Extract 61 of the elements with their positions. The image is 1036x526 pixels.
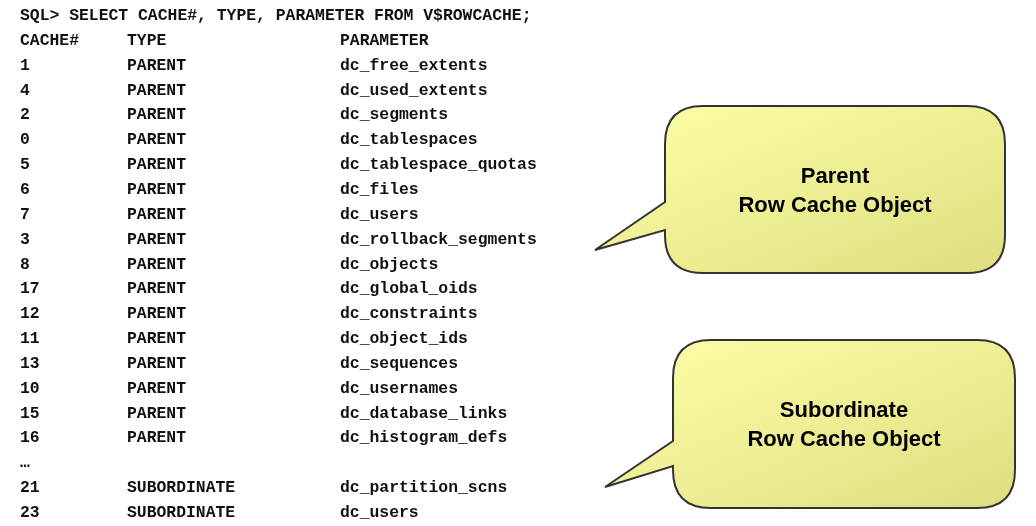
table-cell: PARENT — [127, 55, 187, 76]
table-cell: dc_constraints — [340, 304, 478, 325]
table-cell: 13 — [20, 353, 40, 374]
table-cell: 21 — [20, 478, 40, 499]
table-cell: dc_database_links — [340, 403, 508, 424]
table-cell: dc_global_oids — [340, 279, 478, 300]
table-cell: dc_segments — [340, 105, 449, 126]
table-cell: dc_usernames — [340, 378, 459, 399]
table-cell: dc_used_extents — [340, 80, 488, 101]
table-cell: 16 — [20, 428, 40, 449]
table-cell: PARENT — [127, 179, 187, 200]
table-cell: dc_partition_scns — [340, 478, 508, 499]
callout-text: Subordinate Row Cache Object — [746, 396, 942, 453]
table-cell: PARENT — [127, 80, 187, 101]
table-cell: dc_object_ids — [340, 329, 468, 350]
table-cell: dc_users — [340, 503, 419, 523]
table-cell: PARENT — [127, 105, 187, 126]
table-cell: dc_files — [340, 179, 419, 200]
callout-text: Parent Row Cache Object — [737, 161, 933, 219]
table-cell: PARENT — [127, 428, 187, 449]
table-cell: PARENT — [127, 329, 187, 350]
table-cell: 2 — [20, 105, 30, 126]
table-cell: 0 — [20, 130, 30, 151]
table-cell: SUBORDINATE — [127, 503, 236, 523]
table-cell: dc_users — [340, 204, 419, 225]
table-cell: dc_rollback_segments — [340, 229, 537, 250]
table-cell: PARENT — [127, 204, 187, 225]
table-cell: dc_tablespaces — [340, 130, 478, 151]
table-cell: dc_objects — [340, 254, 439, 275]
table-cell: PARENT — [127, 229, 187, 250]
column-header: TYPE — [127, 30, 167, 51]
table-cell: 17 — [20, 279, 40, 300]
table-cell: 23 — [20, 503, 40, 523]
table-cell: dc_free_extents — [340, 55, 488, 76]
ellipsis: … — [20, 453, 30, 474]
query-text: SQL> SELECT CACHE#, TYPE, PARAMETER FROM V$ROWCACHE; — [20, 6, 532, 26]
table-cell: 10 — [20, 378, 40, 399]
table-cell: SUBORDINATE — [127, 478, 236, 499]
table-cell: dc_histogram_defs — [340, 428, 508, 449]
column-header: CACHE# — [20, 30, 80, 51]
table-cell: 5 — [20, 155, 30, 176]
table-cell: 11 — [20, 329, 40, 350]
table-cell: 6 — [20, 179, 30, 200]
table-cell: 12 — [20, 304, 40, 325]
table-cell: PARENT — [127, 353, 187, 374]
column-header: PARAMETER — [340, 30, 429, 51]
table-cell: 15 — [20, 403, 40, 424]
table-cell: dc_sequences — [340, 353, 459, 374]
table-cell: 8 — [20, 254, 30, 275]
table-cell: PARENT — [127, 378, 187, 399]
table-cell: PARENT — [127, 130, 187, 151]
table-cell: 4 — [20, 80, 30, 101]
table-cell: PARENT — [127, 304, 187, 325]
table-cell: PARENT — [127, 403, 187, 424]
table-cell: dc_tablespace_quotas — [340, 155, 537, 176]
table-cell: 1 — [20, 55, 30, 76]
table-cell: 7 — [20, 204, 30, 225]
table-cell: 3 — [20, 229, 30, 250]
table-cell: PARENT — [127, 155, 187, 176]
table-cell: PARENT — [127, 254, 187, 275]
table-cell: PARENT — [127, 279, 187, 300]
